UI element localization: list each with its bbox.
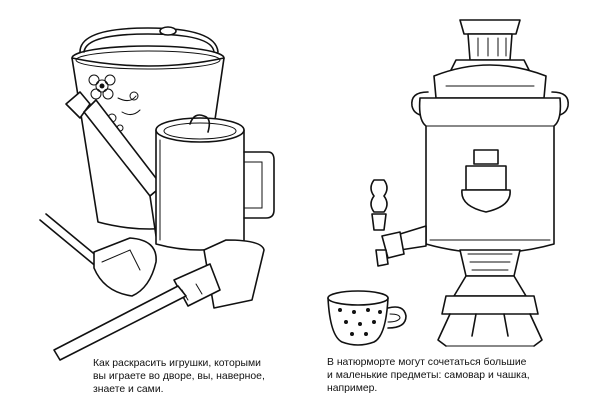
right-caption-line: В натюрморте могут сочетаться большие	[327, 357, 527, 368]
right-caption-line: например.	[327, 383, 378, 394]
left-page: Как раскрасить игрушки, которыми вы игра…	[0, 0, 288, 400]
left-caption-line: Как раскрасить игрушки, которыми	[93, 358, 261, 369]
mug	[155, 114, 275, 251]
samovar	[370, 19, 569, 347]
flower-decoration	[88, 74, 141, 132]
spade	[53, 239, 265, 361]
left-caption-line: знаете и сами.	[93, 384, 164, 395]
left-caption: Как раскрасить игрушки, которыми вы игра…	[93, 357, 265, 396]
right-caption-line: и маленькие предметы: самовар и чашка,	[327, 370, 530, 381]
polka-dot-cup	[327, 290, 407, 346]
right-caption: В натюрморте могут сочетаться большие и …	[327, 356, 530, 395]
right-page: В натюрморте могут сочетаться большие и …	[300, 0, 600, 400]
small-shovel	[39, 213, 157, 297]
garden-toys-illustration	[39, 26, 275, 361]
page-gutter	[288, 0, 300, 400]
samovar-and-cup-illustration	[327, 19, 569, 347]
left-caption-line: вы играете во дворе, вы, наверное,	[93, 371, 265, 382]
